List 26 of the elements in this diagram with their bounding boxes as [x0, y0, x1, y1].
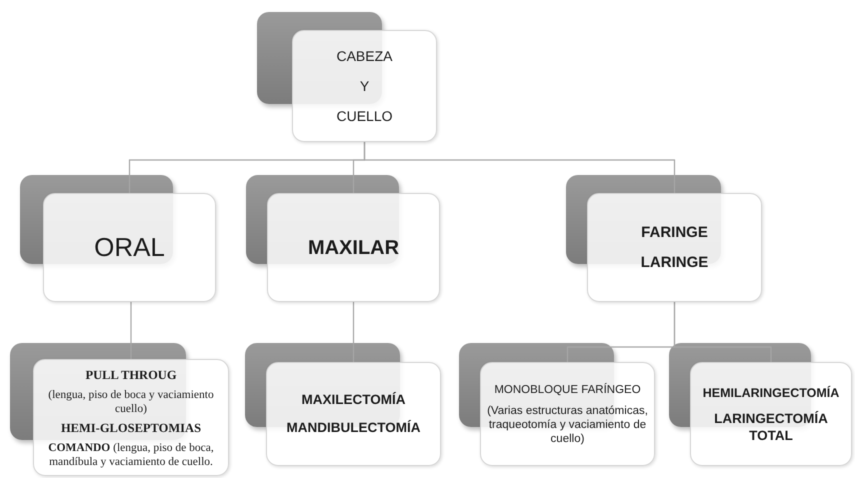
- process-box: [266, 362, 441, 466]
- box-label: CABEZA Y CUELLO: [335, 47, 394, 126]
- box-label: HEMI-GLOSEPTOMIAS: [60, 420, 202, 437]
- box-label: MAXILECTOMÍA: [302, 390, 406, 409]
- box-label: ORAL: [94, 231, 165, 264]
- process-box: [292, 30, 437, 142]
- box-label: PULL THROUG: [85, 367, 177, 384]
- box-label: FARINGE LARINGE: [640, 222, 710, 272]
- box-label: MAXILAR: [308, 236, 400, 260]
- connector-line: [352, 302, 354, 362]
- process-box: [43, 193, 216, 302]
- box-label: HEMILARINGECTOMÍA: [702, 384, 840, 402]
- box-label: LARINGECTOMÍA TOTAL: [713, 410, 829, 444]
- box-label: MANDIBULECTOMÍA: [286, 419, 420, 437]
- connector-line: [130, 302, 132, 359]
- connector-line: [364, 142, 676, 193]
- box-label: (lengua, piso de boca y vaciamiento cuello): [47, 388, 215, 416]
- process-box: [480, 362, 655, 466]
- connector-line: [674, 302, 772, 362]
- process-box: [587, 193, 762, 302]
- process-box: [33, 359, 229, 476]
- box-label: COMANDO (lengua, piso de boca, mandíbula y vaciamiento de cuello.: [47, 440, 215, 469]
- box-label: MONOBLOQUE FARÍNGEO: [494, 382, 641, 398]
- box-label: (Varias estructuras anatómicas, traqueotomía y vaciamiento de cuello): [486, 404, 649, 446]
- process-box: [267, 193, 440, 302]
- process-box: [690, 362, 852, 466]
